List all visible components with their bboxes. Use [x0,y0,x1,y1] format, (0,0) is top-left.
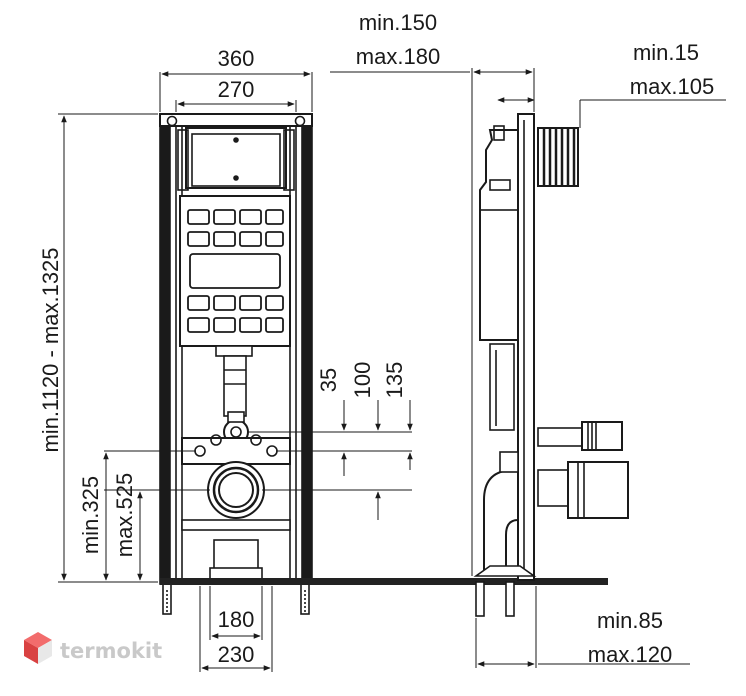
label-width-inner: 270 [218,77,255,102]
front-view [159,113,313,615]
label-height-range: min.1120 - max.1325 [38,247,63,452]
label-depth-max: max.180 [356,44,440,69]
label-offset-35: 35 [316,368,341,392]
label-drain-min: min.325 [78,476,103,554]
label-offset-135: 135 [382,362,407,399]
label-flush-min: min.15 [633,40,699,65]
label-feet-inner: 180 [218,607,255,632]
floor-line [160,578,608,585]
label-drain-max: max.525 [112,473,137,557]
label-offset-100: 100 [350,362,375,399]
watermark-text: termokit [60,639,162,663]
label-leg-max: max.120 [588,642,672,667]
dimension-lines [58,68,726,672]
label-width-outer: 360 [218,46,255,71]
label-feet-outer: 230 [218,642,255,667]
label-leg-min: min.85 [597,608,663,633]
label-depth-min: min.150 [359,10,437,35]
side-view [473,113,629,617]
watermark-logo: termokit [24,632,162,664]
label-flush-max: max.105 [630,74,714,99]
cube-icon [24,632,52,664]
